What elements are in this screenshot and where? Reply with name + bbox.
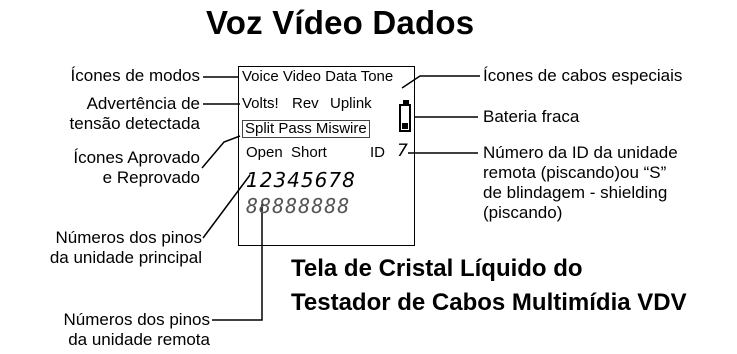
caption-line-2: Testador de Cabos Multimídia VDV: [291, 289, 687, 316]
lcd-uplink: Uplink: [330, 95, 372, 112]
label-remote-id-4: (piscando): [483, 203, 563, 222]
label-special-cables: Ícones de cabos especiais: [483, 66, 683, 85]
leader-remote-pins: [212, 204, 263, 321]
caption-line-1: Tela de Cristal Líquido do: [291, 255, 583, 282]
lcd-volts: Volts!: [242, 95, 279, 112]
label-modes: Ícones de modos: [70, 66, 200, 85]
lcd-short: Short: [291, 144, 327, 161]
leader-pass-fail: [201, 135, 241, 169]
lcd-id-digit: 7: [397, 141, 409, 161]
label-low-battery: Bateria fraca: [483, 107, 580, 126]
label-main-pins-2: da unidade principal: [49, 248, 202, 267]
page-title: Voz Vídeo Dados: [206, 4, 475, 41]
label-voltage-1: Advertência de: [86, 94, 200, 113]
lcd-remote-digits: 88888888: [246, 194, 351, 218]
label-pass-fail-2: e Reprovado: [102, 168, 200, 187]
battery-icon: [399, 100, 411, 132]
lcd-row-modes: Voice Video Data Tone: [242, 68, 394, 85]
label-pass-fail-1: Ícones Aprovado: [73, 148, 200, 167]
lcd-rev: Rev: [292, 95, 319, 112]
label-remote-pins-2: da unidade remota: [68, 330, 210, 349]
lcd-open: Open: [246, 144, 283, 161]
lcd-main-pins: 12345678: [246, 168, 356, 192]
label-main-pins-1: Números dos pinos: [55, 228, 202, 247]
label-remote-id-2: remota (piscando)ou “S”: [483, 163, 667, 182]
lcd-screen: [238, 66, 415, 246]
label-remote-id-3: de blindagem - shielding: [483, 183, 668, 202]
lcd-row-pass-fail: Split Pass Miswire: [242, 120, 370, 138]
label-remote-id-1: Número da ID da unidade: [483, 143, 678, 162]
label-remote-pins-1: Números dos pinos: [63, 310, 210, 329]
leader-main-pins: [202, 174, 251, 239]
leader-special-cables: [401, 75, 480, 89]
label-voltage-2: tensão detectada: [69, 114, 200, 133]
lcd-id: ID: [370, 144, 385, 161]
